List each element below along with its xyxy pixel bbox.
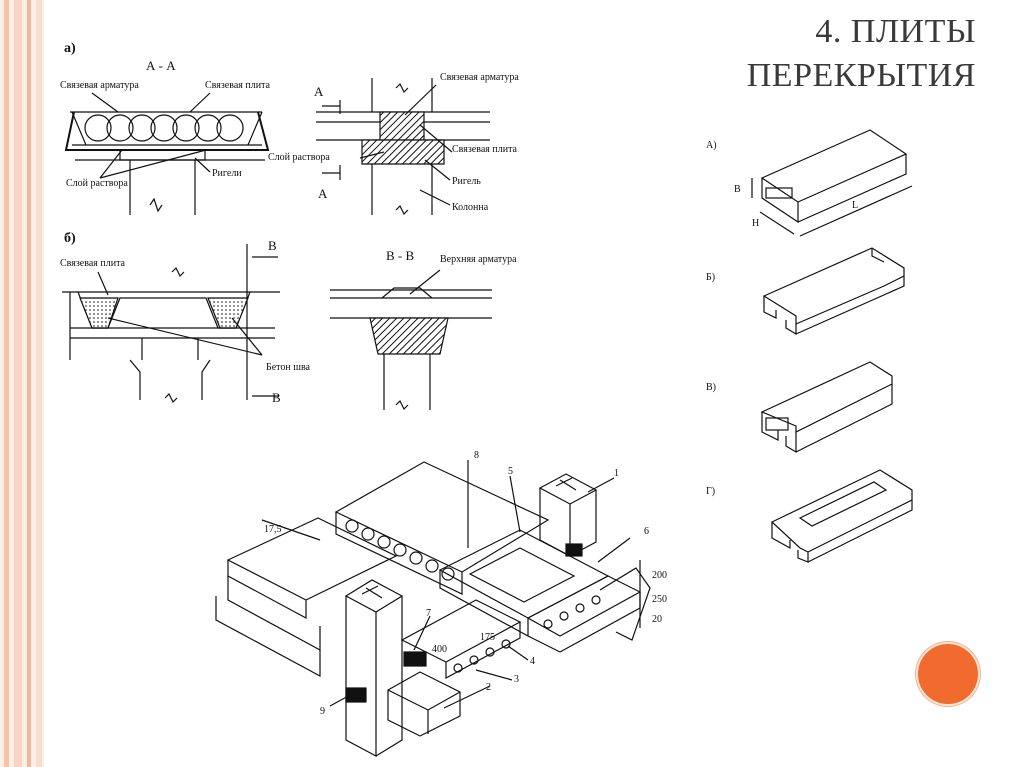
figure-a-text-9: Колонна [452, 202, 489, 213]
figure-b-text-2: Бетон шва [266, 362, 311, 373]
figure-a-section-aa [64, 92, 270, 215]
callout-4: 4 [530, 656, 535, 667]
figure-b-text-4: В [268, 238, 277, 253]
figure-a-text-8: Ригель [452, 176, 481, 187]
title-line-2: ПЕРЕКРЫТИЯ [746, 57, 976, 94]
assembly-dim-5: 175 [480, 632, 495, 643]
slab-dim-h: Н [752, 218, 759, 229]
callout-1: 1 [614, 468, 619, 479]
assembly-dim-1: 17,5 [264, 524, 282, 535]
figure-b-text-1: Связевая плита [60, 258, 126, 269]
callout-2: 2 [486, 682, 491, 693]
slab-type-a [751, 129, 913, 237]
assembly-dim-2: 200 [652, 570, 667, 581]
slab-type-b [762, 247, 905, 336]
figure-a-text-6: Связевая плита [452, 144, 518, 155]
slab-dim-b: В [734, 184, 741, 195]
title-line-1: 4. ПЛИТЫ [815, 13, 976, 50]
slide-title: 4. ПЛИТЫ ПЕРЕКРЫТИЯ [747, 10, 976, 98]
figure-a-text-1: Связевая арматура [60, 80, 139, 91]
figure-b-label: б) [64, 231, 76, 246]
figure-a-text-2: Связевая плита [205, 80, 271, 91]
figure-a-text-4: Ригели [212, 168, 242, 179]
figure-a-label: а) [64, 41, 76, 56]
callout-3: 3 [514, 674, 519, 685]
accent-circle [916, 642, 980, 706]
side-stripes [0, 0, 44, 767]
figure-a-text-11: А [318, 186, 328, 201]
assembly-dim-4: 20 [652, 614, 662, 625]
figure-b-section [62, 244, 280, 404]
slab-type-label-v: В) [706, 382, 716, 393]
figure-a-text-3: Слой раствора [66, 178, 128, 189]
figure-b-section-mark: В - В [386, 248, 415, 263]
figure-a-joint [316, 78, 490, 216]
figure-a-text-5: Связевая арматура [440, 72, 519, 83]
figure-a-section-mark: А - А [146, 58, 176, 73]
callout-9: 9 [320, 706, 325, 717]
figure-b-text-3: Верхняя арматура [440, 254, 517, 265]
slab-type-g [770, 469, 913, 563]
figure-a-text-7: Слой раствора [268, 152, 330, 163]
slab-type-v [760, 361, 893, 454]
figure-a-text-10: А [314, 84, 324, 99]
figure-b-text-5: В [272, 390, 281, 405]
slab-type-label-a: А) [706, 140, 717, 151]
slab-type-label-g: Г) [706, 486, 715, 497]
hollow-cores [84, 114, 244, 142]
assembly-drawing [215, 460, 651, 757]
assembly-dim-6: 400 [432, 644, 447, 655]
slab-type-label-b: Б) [706, 272, 715, 283]
callout-7: 7 [426, 608, 431, 619]
callout-6: 6 [644, 526, 649, 537]
callout-8: 8 [474, 450, 479, 461]
slab-cores [345, 519, 455, 581]
slab-dim-l: L [852, 200, 858, 211]
figure-b-joint [330, 269, 492, 411]
assembly-dim-3: 250 [652, 594, 667, 605]
callout-5: 5 [508, 466, 513, 477]
